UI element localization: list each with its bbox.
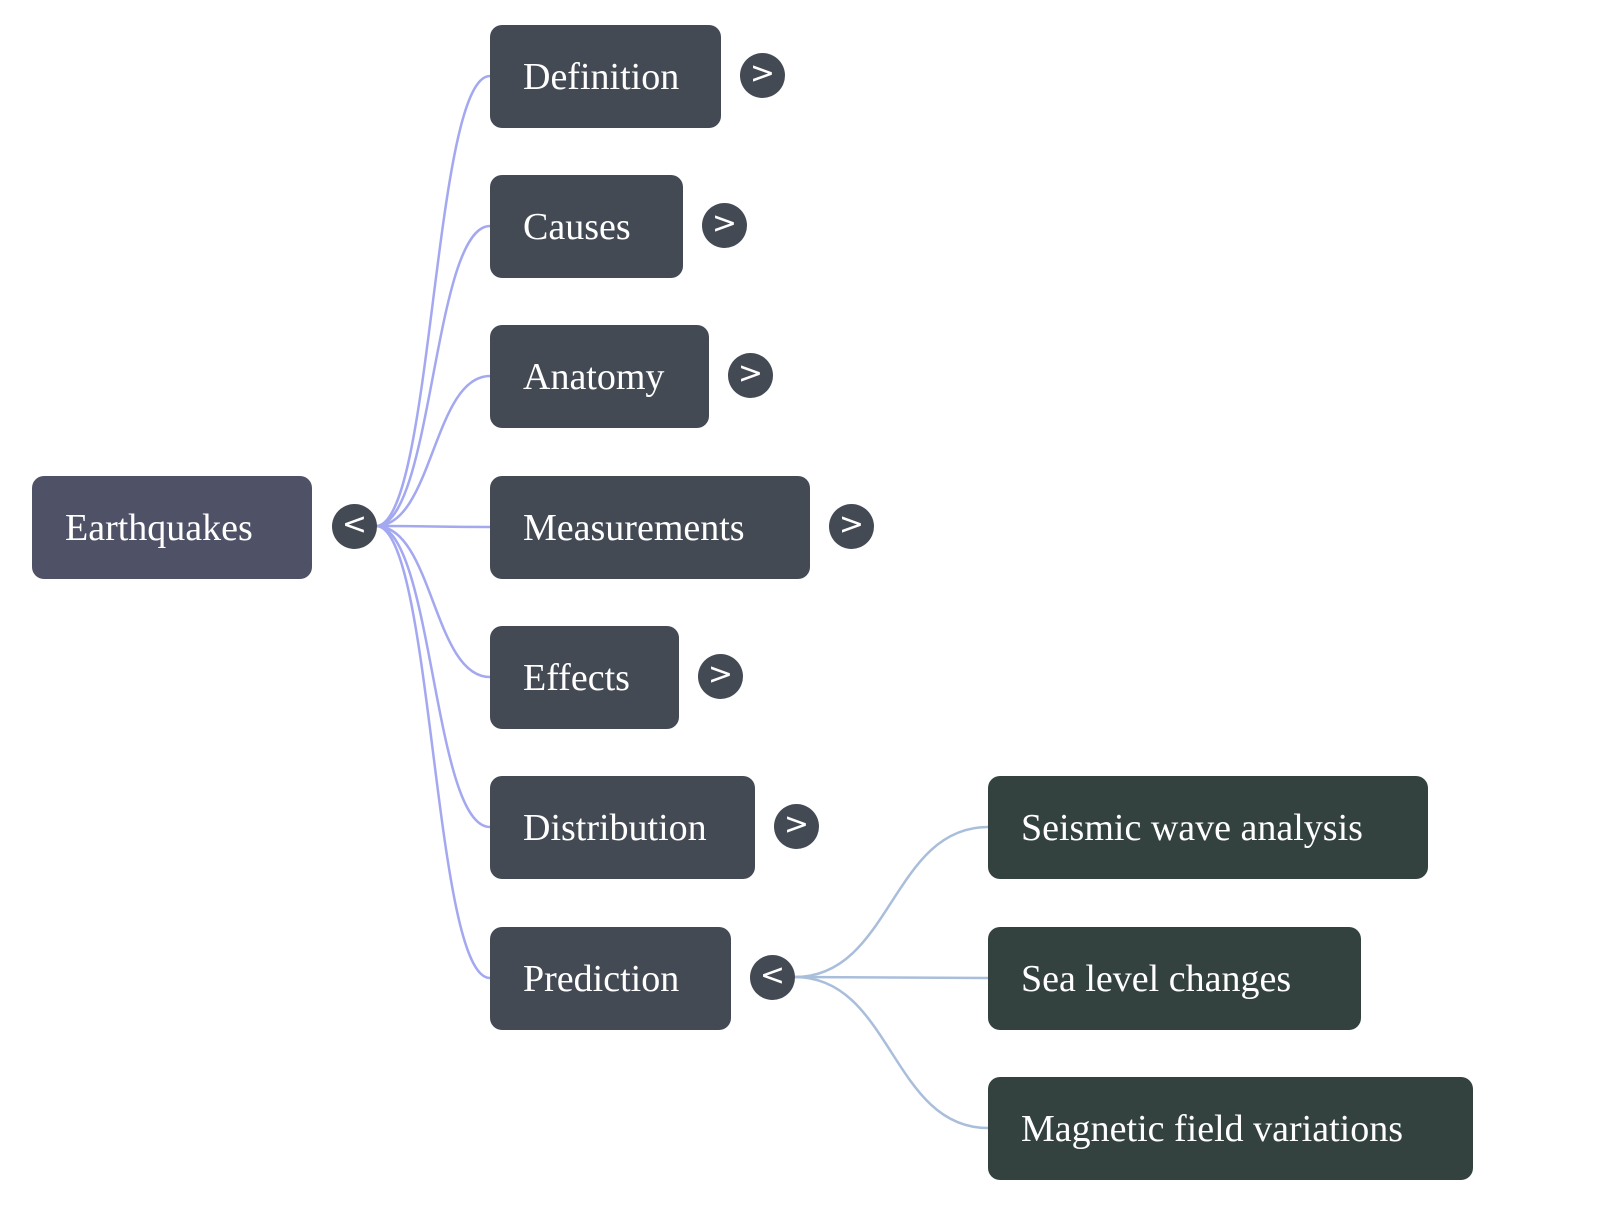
- node-measurements[interactable]: Measurements: [490, 476, 810, 579]
- chevron-right-icon: >: [737, 356, 764, 391]
- collapse-toggle-prediction[interactable]: <: [750, 955, 795, 1000]
- node-label: Definition: [523, 55, 680, 98]
- node-definition[interactable]: Definition: [490, 25, 721, 128]
- chevron-right-icon: >: [749, 56, 776, 91]
- node-label: Seismic wave analysis: [1021, 806, 1363, 849]
- expand-toggle-effects[interactable]: >: [698, 654, 743, 699]
- node-sea-level-changes[interactable]: Sea level changes: [988, 927, 1361, 1030]
- link-earthquakes-measurements: [375, 524, 491, 529]
- node-label: Prediction: [523, 957, 680, 1000]
- node-label: Causes: [523, 205, 631, 248]
- expand-toggle-definition[interactable]: >: [740, 53, 785, 98]
- expand-toggle-measurements[interactable]: >: [829, 504, 874, 549]
- node-prediction[interactable]: Prediction: [490, 927, 731, 1030]
- node-anatomy[interactable]: Anatomy: [490, 325, 709, 428]
- link-earthquakes-prediction: [375, 524, 491, 980]
- chevron-right-icon: >: [838, 507, 865, 542]
- node-label: Measurements: [523, 506, 745, 549]
- expand-toggle-causes[interactable]: >: [702, 203, 747, 248]
- link-earthquakes-causes: [375, 224, 491, 528]
- chevron-right-icon: >: [707, 657, 734, 692]
- chevron-left-icon: <: [759, 958, 786, 993]
- node-label: Magnetic field variations: [1021, 1107, 1403, 1150]
- link-prediction-seismic-wave-analysis: [794, 825, 989, 979]
- link-prediction-sea-level-changes: [794, 975, 989, 980]
- node-label: Distribution: [523, 806, 707, 849]
- node-distribution[interactable]: Distribution: [490, 776, 755, 879]
- chevron-left-icon: <: [341, 507, 368, 542]
- link-earthquakes-effects: [375, 524, 491, 679]
- node-label: Earthquakes: [65, 506, 253, 549]
- node-label: Sea level changes: [1021, 957, 1292, 1000]
- link-earthquakes-definition: [375, 74, 491, 528]
- link-earthquakes-distribution: [375, 524, 491, 829]
- chevron-right-icon: >: [783, 807, 810, 842]
- link-earthquakes-anatomy: [375, 374, 491, 528]
- node-magnetic-field-variations[interactable]: Magnetic field variations: [988, 1077, 1473, 1180]
- node-label: Anatomy: [523, 355, 665, 398]
- chevron-right-icon: >: [711, 206, 738, 241]
- expand-toggle-anatomy[interactable]: >: [728, 353, 773, 398]
- node-seismic-wave-analysis[interactable]: Seismic wave analysis: [988, 776, 1428, 879]
- node-effects[interactable]: Effects: [490, 626, 679, 729]
- root-node-earthquakes[interactable]: Earthquakes: [32, 476, 312, 579]
- collapse-toggle-earthquakes[interactable]: <: [332, 504, 377, 549]
- node-label: Effects: [523, 656, 630, 699]
- link-prediction-magnetic-field-variations: [794, 975, 989, 1130]
- node-causes[interactable]: Causes: [490, 175, 683, 278]
- expand-toggle-distribution[interactable]: >: [774, 804, 819, 849]
